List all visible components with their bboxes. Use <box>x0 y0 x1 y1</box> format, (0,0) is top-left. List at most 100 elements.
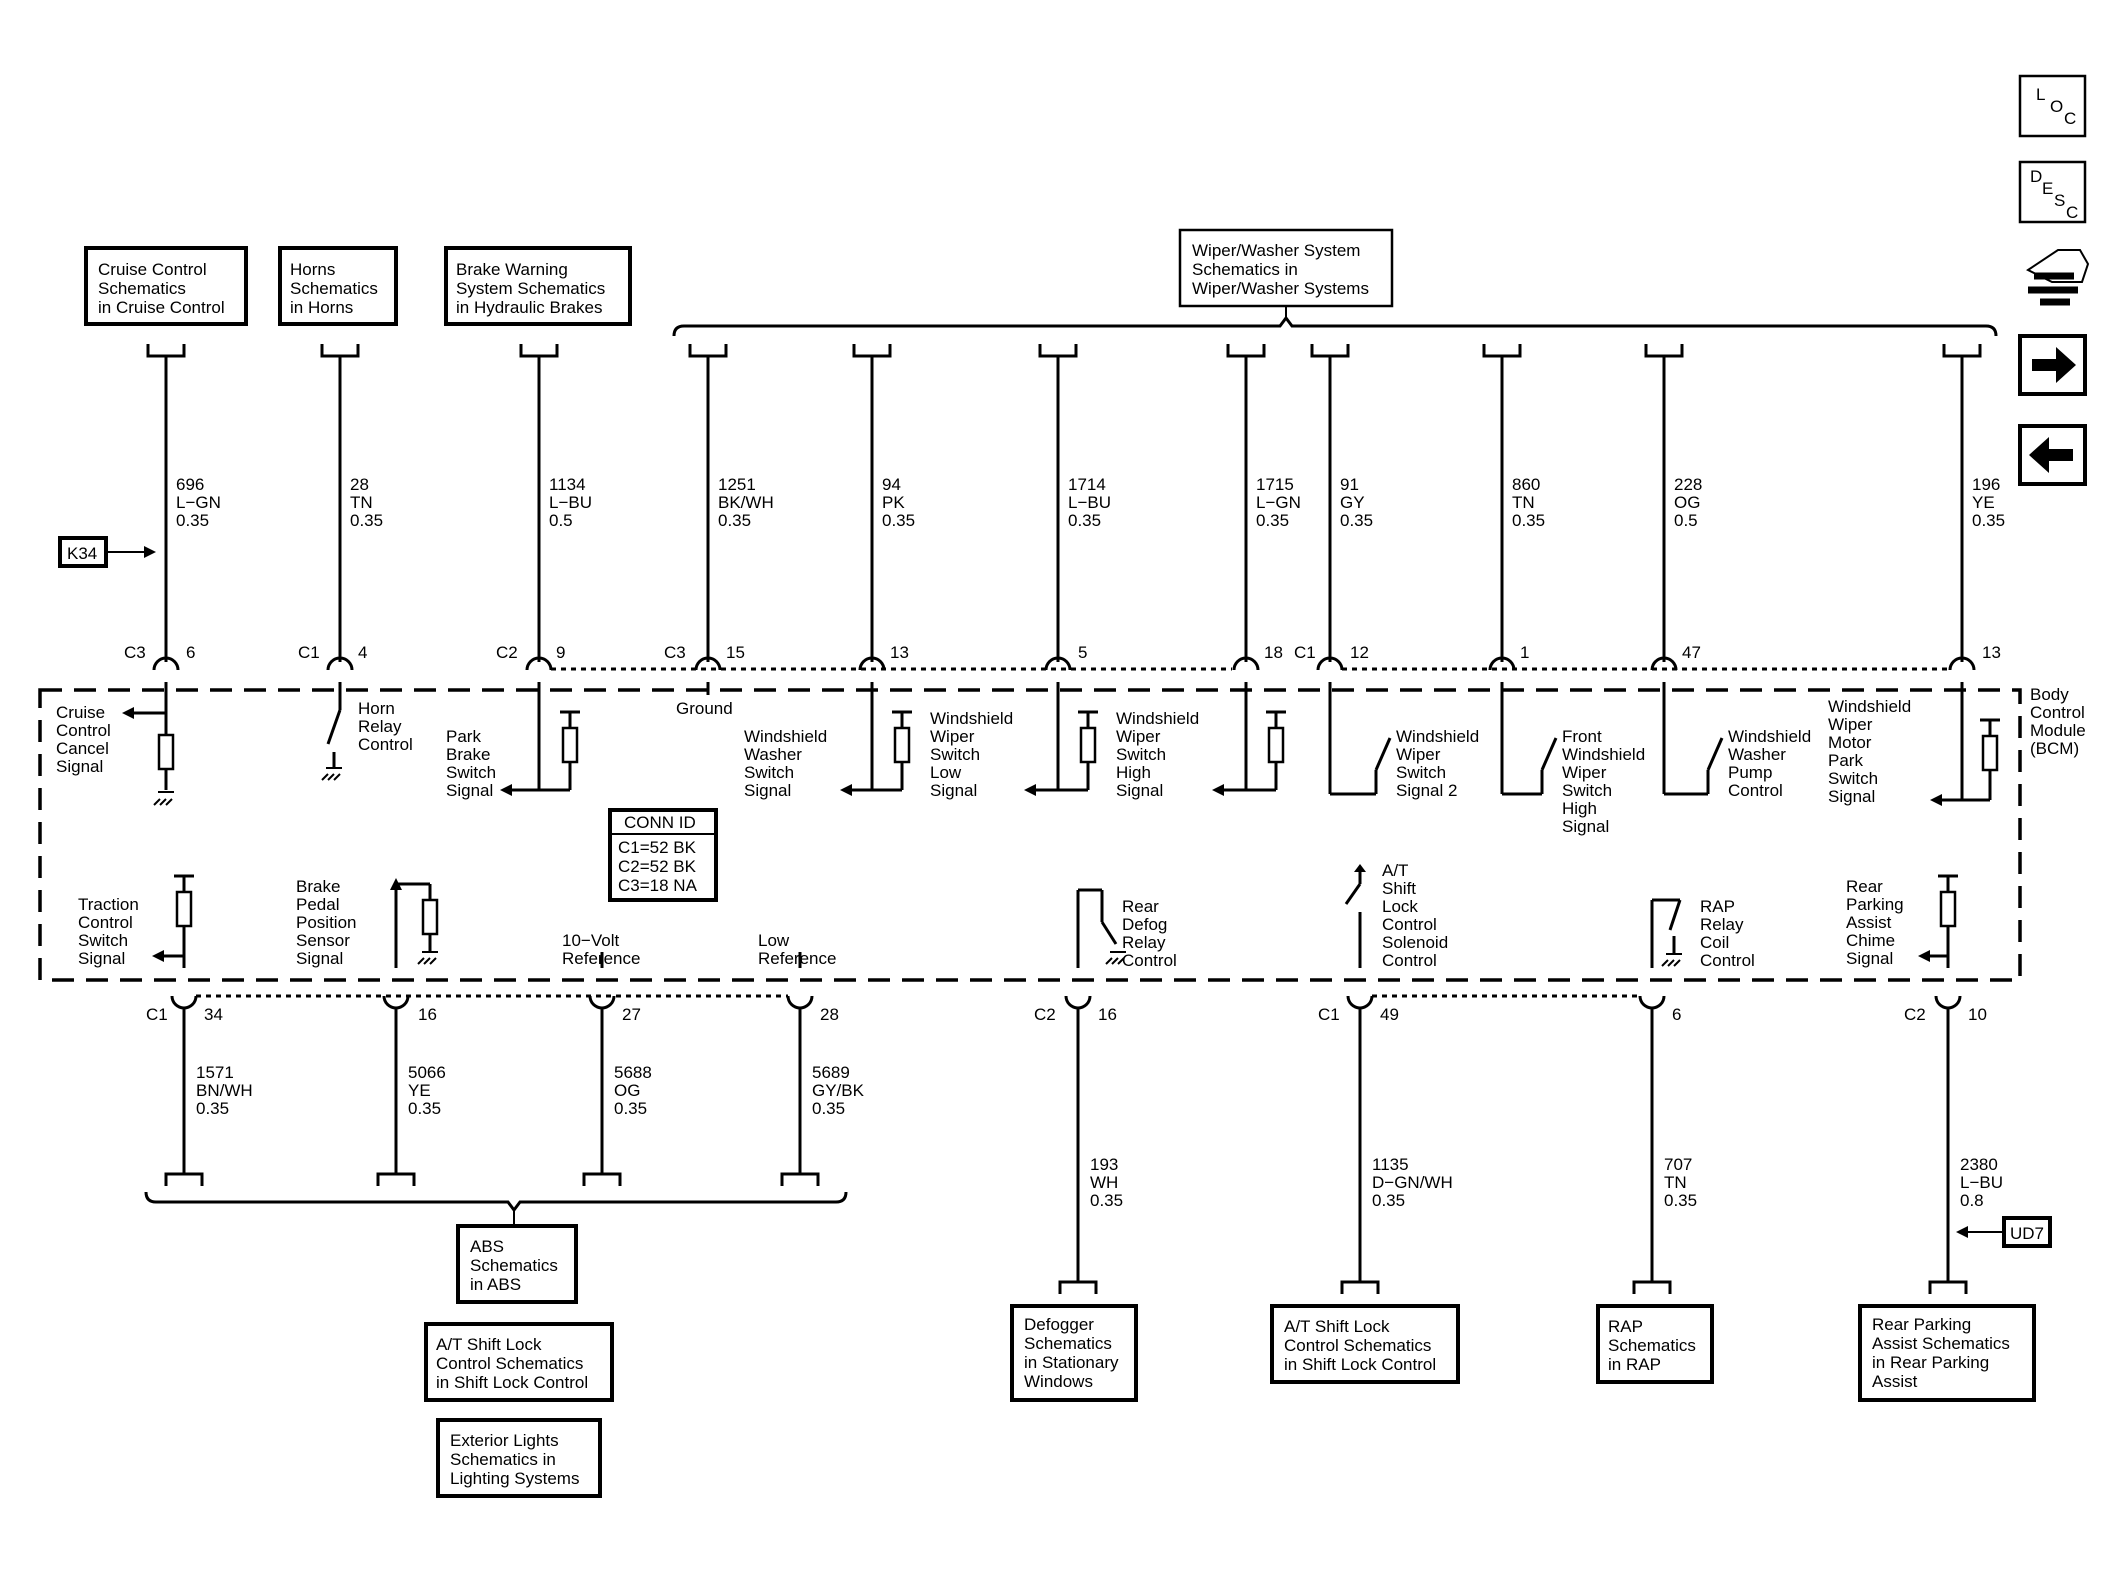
diagram-label: Control <box>1122 951 1177 970</box>
diagram-label: Windshield <box>744 727 827 746</box>
diagram-label: Brake Warning <box>456 260 568 279</box>
diagram-label: Reference <box>758 949 836 968</box>
ref-box-horns[interactable]: Horns Schematics in Horns <box>278 246 398 326</box>
diagram-label: Signal <box>296 949 343 968</box>
diagram-label: A/T Shift Lock <box>436 1335 542 1354</box>
diagram-label: in Shift Lock Control <box>1284 1355 1436 1374</box>
diagram-label: 16 <box>1098 1005 1117 1024</box>
diagram-label: 5 <box>1078 643 1087 662</box>
diagram-label: Cruise Control <box>98 260 207 279</box>
ref-box-rap[interactable]: RAP Schematics in RAP <box>1596 1304 1714 1384</box>
diagram-label: System Schematics <box>456 279 605 298</box>
diagram-label: RAP <box>1608 1317 1643 1336</box>
loc-letter-c: C <box>2064 109 2076 128</box>
diagram-label: Chime <box>1846 931 1895 950</box>
diagram-label: 193 <box>1090 1155 1118 1174</box>
ref-box-cruise-control[interactable]: Cruise Control Schematics in Cruise Cont… <box>84 246 248 326</box>
diagram-label: Schematics <box>98 279 186 298</box>
wire-label-860: 860 <box>1512 475 1540 494</box>
desc-button[interactable]: D E S C <box>2018 160 2087 224</box>
diagram-label: Signal <box>1846 949 1893 968</box>
diagram-label: Signal <box>56 757 103 776</box>
diagram-label: Sensor <box>296 931 350 950</box>
diagram-label: TN <box>1512 493 1535 512</box>
diagram-label: 0.35 <box>408 1099 441 1118</box>
ref-box-rear-parking-assist[interactable]: Rear Parking Assist Schematics in Rear P… <box>1858 1304 2036 1402</box>
wire-label-1251: 1251 <box>718 475 756 494</box>
diagram-label: ABS <box>470 1237 504 1256</box>
diagram-label: Park <box>1828 751 1863 770</box>
diagram-label: 5688 <box>614 1063 652 1082</box>
ref-box-wiper-washer[interactable]: Wiper/Washer System Schematics in Wiper/… <box>1178 228 1394 308</box>
diagram-label: Position <box>296 913 356 932</box>
diagram-label: 18 <box>1264 643 1283 662</box>
diagram-label: BN/WH <box>196 1081 253 1100</box>
diagram-label: in Rear Parking <box>1872 1353 1989 1372</box>
diagram-label: C3 <box>124 643 146 662</box>
diagram-label: L−BU <box>549 493 592 512</box>
diagram-label: GY/BK <box>812 1081 865 1100</box>
bottom-connector-pins <box>170 995 1962 1010</box>
internal-top-labels: Cruise Control Cancel Signal Horn Relay … <box>56 697 1911 836</box>
diagram-label: C2 <box>496 643 518 662</box>
diagram-label: Relay <box>1122 933 1166 952</box>
diagram-label: Relay <box>358 717 402 736</box>
diagram-label: Cruise <box>56 703 105 722</box>
diagram-label: Pedal <box>296 895 339 914</box>
diagram-label: Schematics <box>290 279 378 298</box>
diagram-label: 2380 <box>1960 1155 1998 1174</box>
diagram-label: Ground <box>676 699 733 718</box>
diagram-label: in Horns <box>290 298 353 317</box>
next-page-button[interactable] <box>2018 334 2087 396</box>
diagram-label: 0.35 <box>882 511 915 530</box>
diagram-label: in Cruise Control <box>98 298 225 317</box>
wire-label-1134: 1134 <box>549 475 586 494</box>
bottom-wire-labels: 1571 BN/WH 0.35 5066 YE 0.35 5688 OG 0.3… <box>196 1063 2003 1210</box>
top-connector-pins <box>152 656 1976 671</box>
desc-letter-d: D <box>2030 167 2042 186</box>
ref-box-shift-lock-right[interactable]: A/T Shift Lock Control Schematics in Shi… <box>1270 1304 1460 1384</box>
diagram-label: Lighting Systems <box>450 1469 579 1488</box>
diagram-label: L−GN <box>1256 493 1301 512</box>
diagram-label: 6 <box>186 643 195 662</box>
diagram-label: Switch <box>1116 745 1166 764</box>
ref-box-brake-warning[interactable]: Brake Warning System Schematics in Hydra… <box>444 246 632 326</box>
ref-box-defogger[interactable]: Defogger Schematics in Stationary Window… <box>1010 1304 1138 1402</box>
diagram-label: Wiper <box>1116 727 1161 746</box>
bottom-pin-labels: C1 34 16 27 28 C2 16 C1 49 6 C2 10 <box>146 1005 1987 1024</box>
ref-box-shift-lock-left[interactable]: A/T Shift Lock Control Schematics in Shi… <box>424 1322 614 1402</box>
diagram-label: Windshield <box>930 709 1013 728</box>
diagram-label: 10 <box>1968 1005 1987 1024</box>
wiper-bracket <box>672 315 1998 337</box>
diagram-label: TN <box>350 493 373 512</box>
diagram-label: Defogger <box>1024 1315 1094 1334</box>
diagram-label: Wiper <box>930 727 975 746</box>
diagram-label: 13 <box>890 643 909 662</box>
wire-label-91: 91 <box>1340 475 1359 494</box>
top-pin-labels: C3 6 C1 4 C2 9 C3 15 13 5 18 C1 12 1 47 … <box>124 643 2001 662</box>
diagram-label: 4 <box>358 643 367 662</box>
diagram-label: 1135 <box>1372 1155 1409 1174</box>
diagram-label: (BCM) <box>2030 739 2079 758</box>
diagram-label: Signal <box>1828 787 1875 806</box>
diagram-label: 47 <box>1682 643 1701 662</box>
diagram-label: L−BU <box>1960 1173 2003 1192</box>
diagram-label: Brake <box>296 877 340 896</box>
wire-label-696: 696 <box>176 475 204 494</box>
diagram-label: 0.35 <box>1372 1191 1405 1210</box>
top-wire-labels: 696 L−GN 0.35 28 TN 0.35 1134 L−BU 0.5 1… <box>176 475 2005 530</box>
diagram-label: Solenoid <box>1382 933 1448 952</box>
diagram-label: Rear <box>1122 897 1159 916</box>
diagram-label: C3=18 NA <box>618 876 698 895</box>
diagram-label: Body <box>2030 685 2069 704</box>
ref-box-exterior-lights[interactable]: Exterior Lights Schematics in Lighting S… <box>436 1418 602 1498</box>
diagram-label: Rear <box>1846 877 1883 896</box>
diagram-label: C1=52 BK <box>618 838 697 857</box>
loc-button[interactable]: L O C <box>2018 74 2087 138</box>
diagnostic-tools-icon[interactable] <box>2026 249 2090 306</box>
previous-page-button[interactable] <box>2018 424 2087 486</box>
diagram-label: Windshield <box>1562 745 1645 764</box>
ref-box-abs[interactable]: ABS Schematics in ABS <box>456 1224 578 1304</box>
diagram-label: Module <box>2030 721 2086 740</box>
